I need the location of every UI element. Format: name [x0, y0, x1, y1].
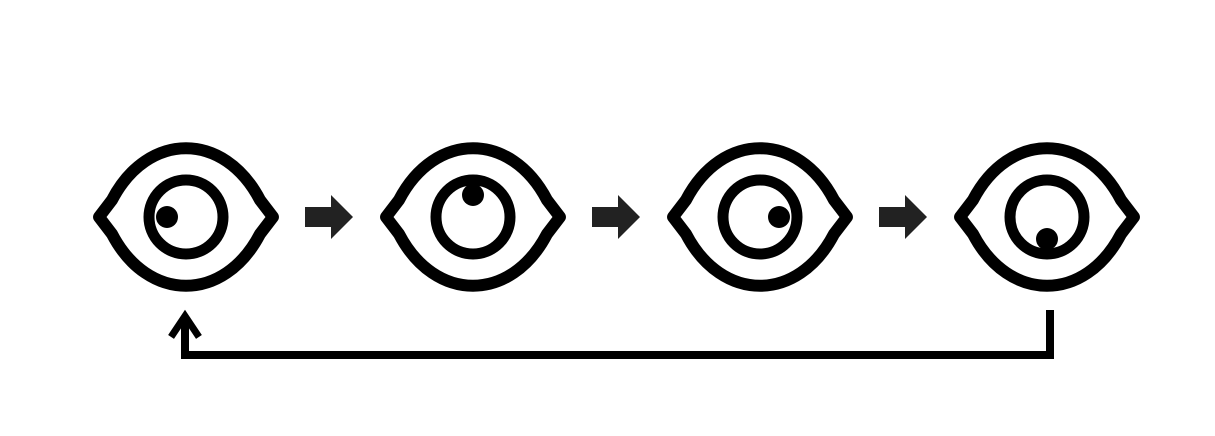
pupil-left	[156, 206, 178, 228]
eye-outline	[380, 142, 566, 292]
pupil-up	[462, 184, 484, 206]
arrows-layer	[305, 195, 927, 239]
iris-ring	[143, 174, 229, 260]
eye-icon	[93, 142, 279, 292]
eyes-layer	[93, 142, 1140, 292]
eye-icon	[380, 142, 566, 292]
arrow-right-icon	[879, 195, 927, 239]
arrow-shape	[305, 195, 353, 239]
loop-arrowhead	[168, 309, 202, 339]
arrow-right-icon	[305, 195, 353, 239]
arrow-shape	[592, 195, 640, 239]
arrow-right-icon	[592, 195, 640, 239]
iris-ring	[1004, 174, 1090, 260]
eye-outline	[667, 142, 853, 292]
pupil-right	[768, 206, 790, 228]
eye-icon	[667, 142, 853, 292]
eye-outline	[954, 142, 1140, 292]
arrow-shape	[879, 195, 927, 239]
iris-ring	[717, 174, 803, 260]
iris-ring	[430, 174, 516, 260]
loop-arrow-icon	[168, 309, 1054, 359]
loop-line	[181, 310, 1054, 359]
eye-icon	[954, 142, 1140, 292]
eye-outline	[93, 142, 279, 292]
loop-layer	[168, 309, 1054, 359]
pupil-down	[1036, 228, 1058, 250]
